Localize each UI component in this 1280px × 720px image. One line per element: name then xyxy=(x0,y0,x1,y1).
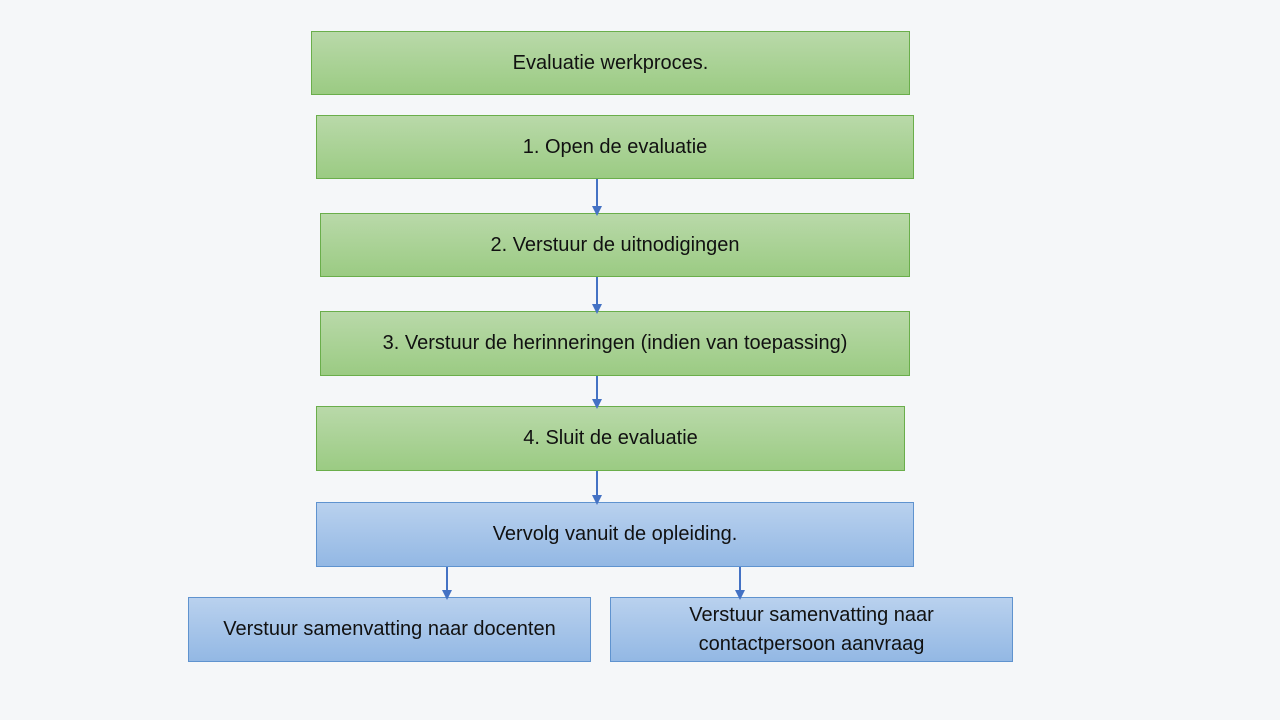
step-3-text: 3. Verstuur de herinneringen (indien van… xyxy=(382,332,848,354)
step-2-text: 2. Verstuur de uitnodigingen xyxy=(490,233,740,256)
process-title-text: Evaluatie werkproces. xyxy=(512,51,709,74)
step-2-box: 2. Verstuur de uitnodigingen xyxy=(320,213,910,277)
step-4-box: 4. Sluit de evaluatie xyxy=(316,406,905,471)
branch-contact-text: Verstuur samenvatting naar contactpersoo… xyxy=(689,603,934,655)
step-4-text: 4. Sluit de evaluatie xyxy=(523,427,698,449)
branch-teachers-text: Verstuur samenvatting naar docenten xyxy=(223,618,556,640)
branch-teachers-box: Verstuur samenvatting naar docenten xyxy=(188,597,591,662)
followup-text: Vervolg vanuit de opleiding. xyxy=(492,523,738,545)
step-1-text: 1. Open de evaluatie xyxy=(522,135,708,158)
step-1-box: 1. Open de evaluatie xyxy=(316,115,914,179)
followup-box: Vervolg vanuit de opleiding. xyxy=(316,502,914,567)
branch-contact-box: Verstuur samenvatting naar contactpersoo… xyxy=(610,597,1013,662)
step-3-box: 3. Verstuur de herinneringen (indien van… xyxy=(320,311,910,376)
process-title-box: Evaluatie werkproces. xyxy=(311,31,910,95)
